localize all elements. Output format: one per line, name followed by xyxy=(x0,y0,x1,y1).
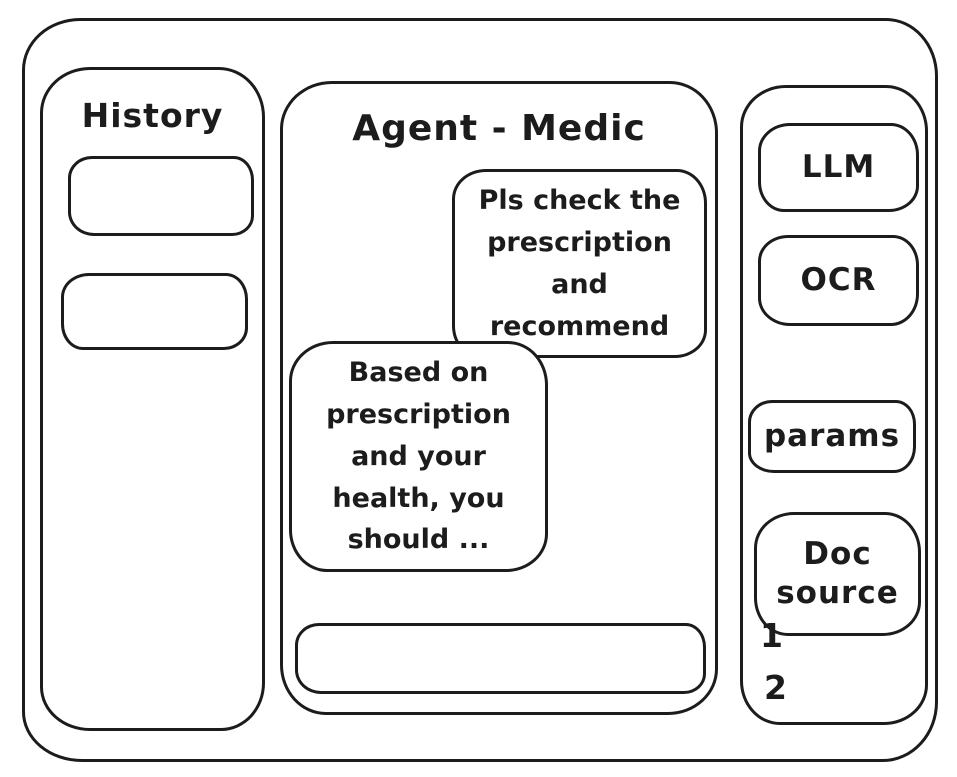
doc-source-item-2[interactable]: 2 xyxy=(764,668,787,707)
params-button[interactable]: params xyxy=(748,400,916,473)
chat-title: Agent - Medic xyxy=(352,108,646,149)
history-item[interactable] xyxy=(61,273,248,350)
history-sidebar: History xyxy=(40,67,265,731)
app-window: History Agent - Medic Pls check the pres… xyxy=(22,18,938,762)
message-input[interactable] xyxy=(295,623,706,694)
history-title: History xyxy=(81,96,224,135)
history-item[interactable] xyxy=(68,156,254,236)
llm-button[interactable]: LLM xyxy=(758,123,919,212)
assistant-message-bubble: Based on prescription and your health, y… xyxy=(289,341,548,573)
chat-panel: Agent - Medic Pls check the prescription… xyxy=(280,81,718,715)
ocr-button[interactable]: OCR xyxy=(758,235,919,326)
tools-sidebar: LLM OCR params Doc source 1 2 xyxy=(740,85,928,725)
doc-source-button[interactable]: Doc source xyxy=(754,512,921,636)
doc-source-item-1[interactable]: 1 xyxy=(760,616,783,655)
user-message-bubble: Pls check the prescription and recommend xyxy=(452,169,707,359)
